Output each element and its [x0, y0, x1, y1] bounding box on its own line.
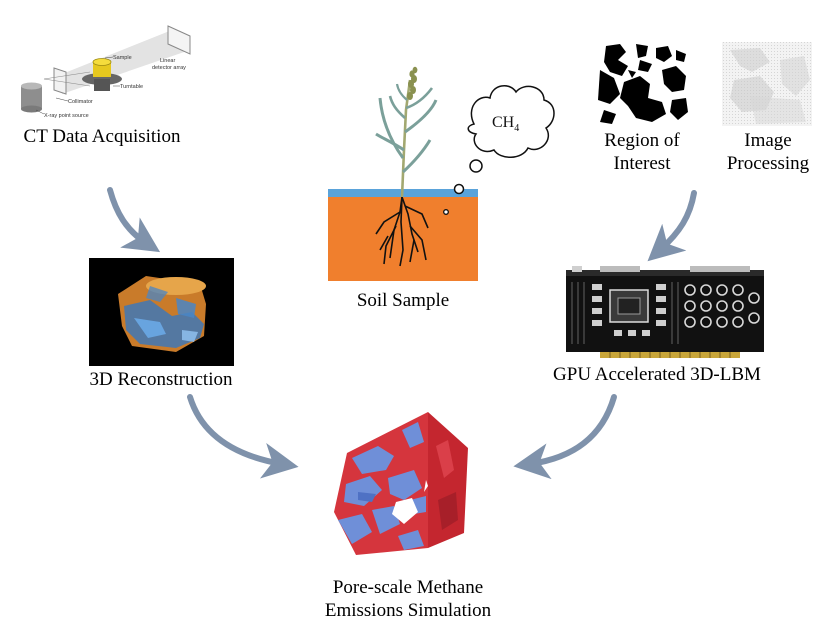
ct-label-turntable: Turntable	[120, 84, 143, 90]
label-soil-sample: Soil Sample	[356, 290, 450, 311]
ct-label-detector-line2: detector array	[152, 65, 186, 71]
arrow-ct-to-reconstruction	[107, 187, 161, 253]
ct-acquisition-diagram: Sample Linear detector array Turntable C…	[21, 25, 191, 119]
soil-sample-illustration: CH4	[328, 66, 555, 281]
xray-source-bottom	[21, 105, 42, 113]
label-image-line2: Processing	[726, 153, 810, 174]
collimator-plate	[53, 67, 67, 95]
sample-cylinder-top	[92, 58, 112, 66]
turntable-base	[94, 79, 110, 91]
cube-pore-network	[338, 422, 426, 550]
plant-stem-and-leaves	[375, 66, 438, 198]
ct-label-collimator: Collimator	[68, 99, 93, 105]
gpu-board-image	[566, 266, 764, 358]
label-gpu-accelerated-lbm: GPU Accelerated 3D-LBM	[553, 364, 761, 385]
label-image-processing: Image Processing	[714, 129, 822, 175]
region-of-interest-image	[596, 42, 688, 126]
ct-label-source: X-ray point source	[44, 113, 89, 119]
label-region-line1: Region of	[604, 130, 680, 151]
detector-array	[167, 25, 191, 55]
image-processing-image	[722, 42, 812, 126]
flow-arrows	[107, 187, 697, 480]
ct-label-sample: Sample	[113, 55, 132, 61]
reconstruction-image	[89, 258, 234, 366]
xray-source-top	[21, 82, 42, 90]
methane-formula: CH4	[492, 114, 519, 134]
plant-roots	[375, 196, 429, 267]
arrow-gpu-to-simulation	[513, 394, 617, 480]
label-region-line2: Interest	[613, 153, 671, 174]
sample-cylinder	[93, 62, 111, 77]
ct-label-detector-line1: Linear	[160, 58, 175, 64]
bubble-small	[443, 209, 449, 215]
label-sim-line2: Emissions Simulation	[324, 600, 492, 621]
methane-thought-cloud	[467, 85, 555, 158]
label-image-line1: Image	[744, 130, 792, 151]
simulation-cube	[334, 412, 468, 555]
arrow-reconstruction-to-simulation	[187, 394, 299, 479]
label-sim-line1: Pore-scale Methane	[332, 577, 484, 598]
bubble-medium	[453, 183, 465, 195]
label-3d-reconstruction: 3D Reconstruction	[89, 369, 233, 390]
xray-source-body	[21, 86, 42, 109]
label-region-of-interest: Region of Interest	[590, 129, 694, 175]
bubble-large	[469, 159, 483, 173]
label-ct-data-acquisition: CT Data Acquisition	[23, 126, 181, 147]
label-pore-scale-simulation: Pore-scale Methane Emissions Simulation	[310, 576, 506, 622]
cube-void	[392, 498, 418, 524]
cube-side-face	[428, 412, 468, 548]
arrow-imaging-to-gpu	[647, 190, 697, 262]
